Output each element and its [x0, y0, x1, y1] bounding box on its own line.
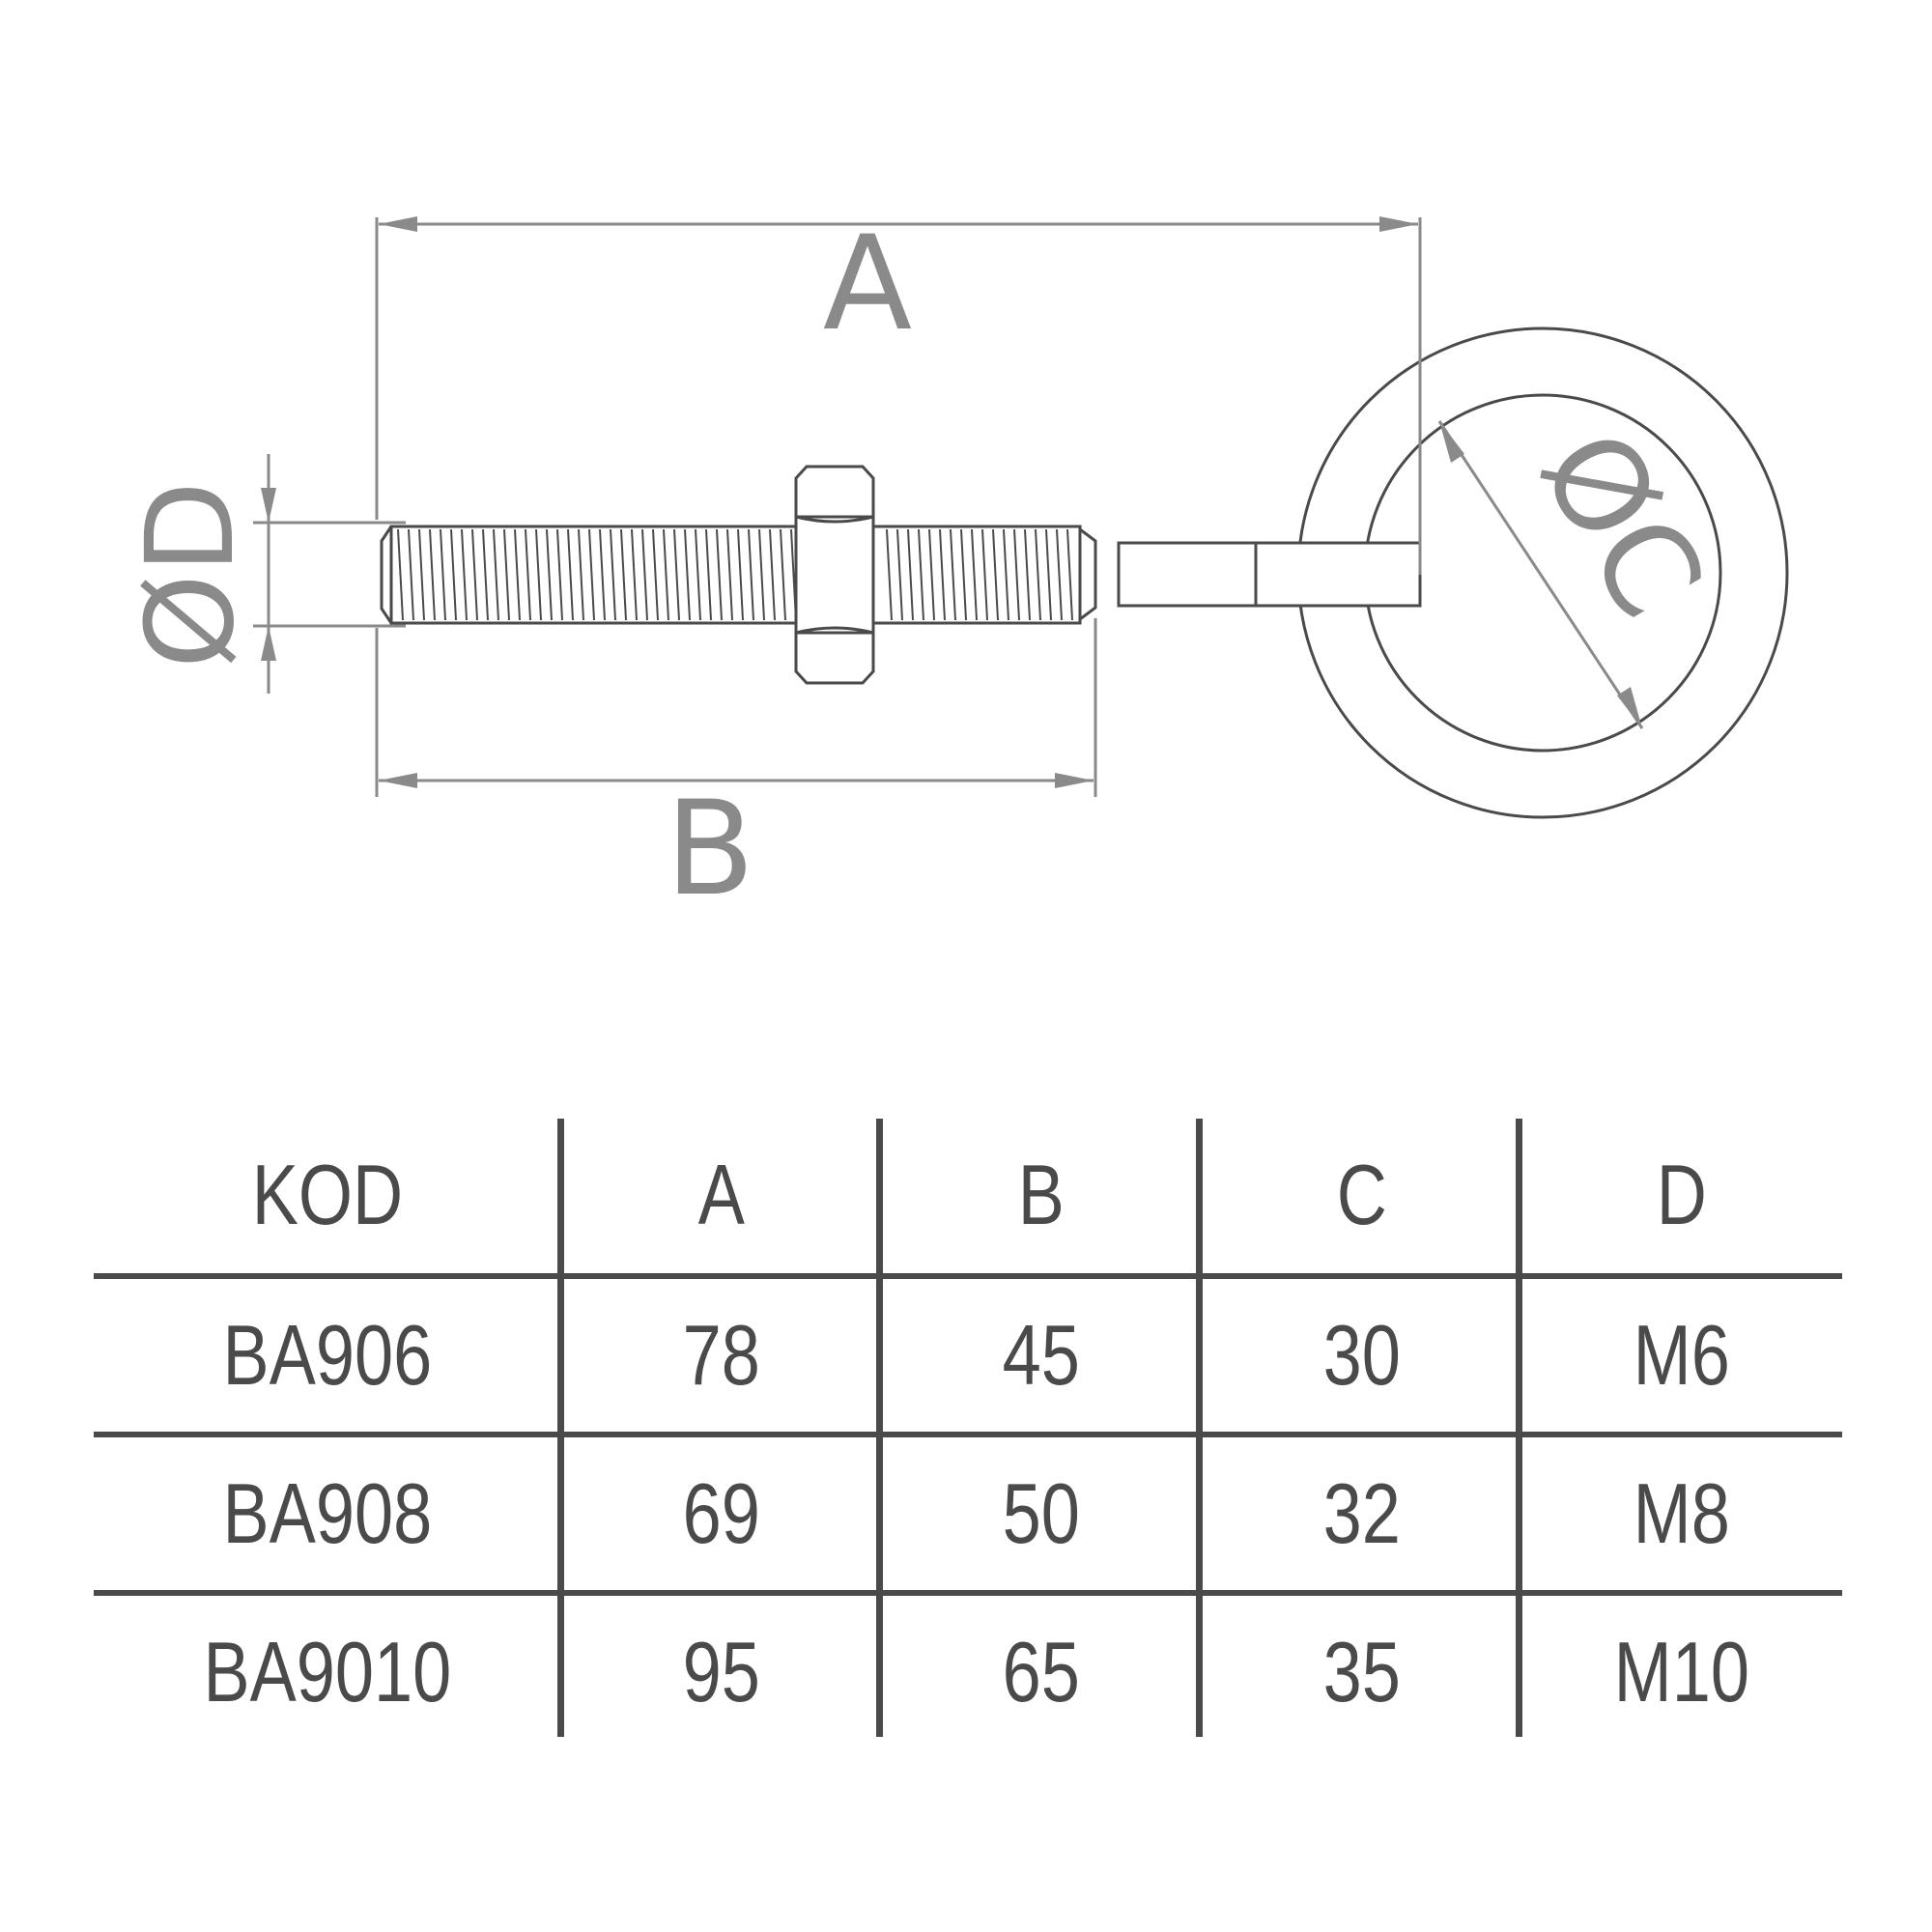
bolt-shank [1078, 526, 1422, 622]
cell-b: 50 [1002, 1465, 1081, 1561]
cell-c: 30 [1322, 1307, 1401, 1403]
dimension-c-label: ØC [1512, 407, 1732, 641]
table-column-divider [876, 1119, 883, 1737]
table-row: BA906 78 45 30 M6 [94, 1276, 1842, 1435]
cell-b: 65 [1002, 1624, 1081, 1719]
table-column-divider [1196, 1119, 1203, 1737]
dimension-a [375, 216, 1422, 575]
dimension-c [1437, 420, 1644, 729]
cell-kod: BA906 [222, 1307, 433, 1403]
dimension-b [375, 618, 1097, 797]
dimension-b-label: B [666, 773, 755, 924]
hex-nut [794, 465, 875, 685]
bolt-thread [380, 525, 1082, 625]
dimension-a-label: A [823, 208, 912, 359]
table-column-divider [1516, 1119, 1522, 1737]
header-d: D [1657, 1146, 1708, 1242]
eye-bolt-drawing: A B ØD ØC [121, 208, 1789, 924]
header-c: C [1336, 1146, 1387, 1242]
cell-d: M10 [1614, 1624, 1750, 1719]
cell-d: M6 [1634, 1307, 1731, 1403]
dimensions-table: KOD A B C D BA906 78 45 30 M6 BA908 69 5… [94, 1116, 1842, 1748]
dimension-d-label: ØD [121, 481, 261, 669]
cell-c: 35 [1322, 1624, 1401, 1719]
header-a: A [697, 1146, 745, 1242]
table-row: BA908 69 50 32 M8 [94, 1435, 1842, 1593]
cell-a: 95 [682, 1624, 760, 1719]
cell-d: M8 [1634, 1465, 1731, 1561]
header-b: B [1018, 1146, 1065, 1242]
dimension-d [253, 454, 406, 694]
table-column-divider [557, 1119, 564, 1737]
table-header-row: KOD A B C D [94, 1116, 1842, 1276]
header-kod: KOD [251, 1146, 404, 1242]
cell-a: 69 [682, 1465, 760, 1561]
cell-a: 78 [682, 1307, 760, 1403]
cell-c: 32 [1322, 1465, 1401, 1561]
table-row: BA9010 95 65 35 M10 [94, 1593, 1842, 1748]
cell-kod: BA9010 [203, 1624, 452, 1719]
cell-kod: BA908 [222, 1465, 433, 1561]
cell-b: 45 [1002, 1307, 1081, 1403]
